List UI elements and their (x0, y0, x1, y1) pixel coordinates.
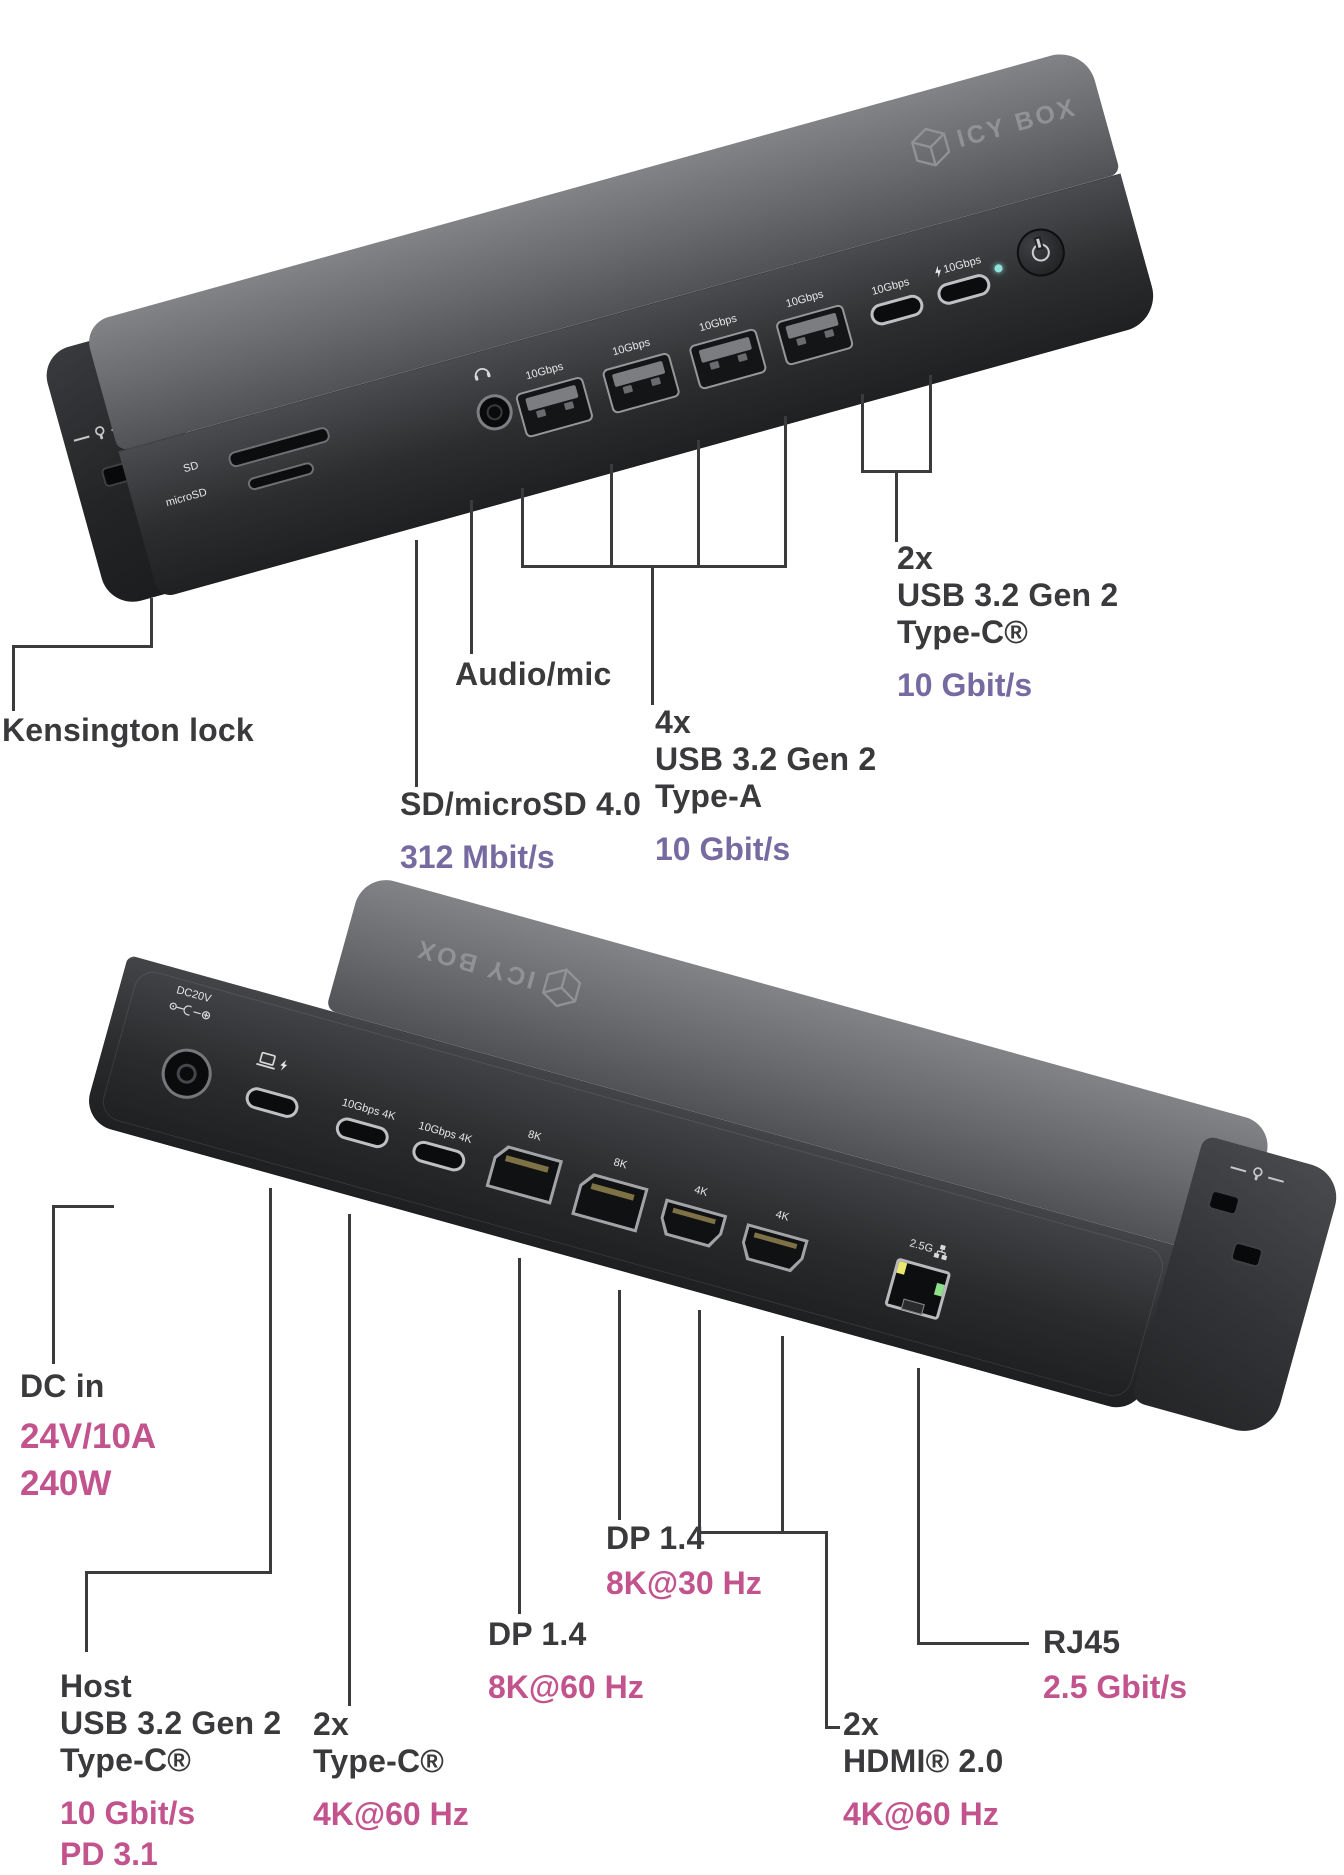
rear-view-device: ICY BOX DC20V 10Gbps 4K 10Gbps 4K 8K (68, 815, 1344, 1464)
callout-line (610, 464, 613, 568)
usb-c-port: 10Gbps (934, 254, 993, 308)
callout-hdmi: 2x HDMI® 2.0 4K@60 Hz (843, 1706, 1004, 1832)
callout-line (698, 1310, 701, 1534)
power-button[interactable] (1011, 222, 1071, 283)
callout-usb-a: 4x USB 3.2 Gen 2 Type-A 10 Gbit/s (655, 704, 877, 867)
usb-a-speed-marking: 10Gbps (784, 288, 825, 311)
device-front-face: SD microSD 10Gbps 10Gbps 10Gbps 10Gbps (118, 173, 1162, 599)
callout-line (150, 598, 153, 648)
usb-a-speed-marking: 10Gbps (611, 336, 652, 359)
callout-line (781, 1336, 784, 1534)
usb-a-port: 10Gbps (514, 361, 595, 439)
callout-kensington-lock: Kensington lock (2, 712, 254, 748)
brand-text: ICY BOX (411, 934, 539, 995)
usb-a-port: 10Gbps (601, 336, 682, 415)
device-top-face: ICY BOX (325, 872, 1275, 1263)
callout-line (52, 1205, 114, 1208)
callout-line (697, 440, 700, 568)
power-icon (1029, 241, 1052, 264)
device-left-end-cap (39, 322, 226, 610)
host-laptop-bolt-icon (255, 1050, 289, 1074)
callout-line (929, 375, 932, 473)
callout-sd-microsd: SD/microSD 4.0 312 Mbit/s (400, 786, 642, 875)
headset-icon (471, 362, 493, 382)
callout-dc-in: DC in 24V/10A 240W (20, 1368, 157, 1503)
callout-line (917, 1368, 920, 1645)
status-led (993, 263, 1004, 274)
callout-line (917, 1642, 1029, 1645)
callout-type-c: 2x Type-C® 4K@60 Hz (313, 1706, 469, 1832)
callout-line (651, 565, 654, 705)
callout-line (521, 565, 787, 568)
rj45-port: 2.5G (884, 1237, 952, 1321)
callout-usb-c: 2x USB 3.2 Gen 2 Type-C® 10 Gbit/s (897, 540, 1119, 703)
sd-card-slot (226, 425, 332, 469)
dc-polarity-icon (167, 999, 215, 1024)
usb-c-speed-marking: 10Gbps (932, 254, 982, 279)
callout-line (825, 1726, 840, 1729)
kensington-slot (1229, 1241, 1265, 1269)
callout-line (12, 645, 153, 648)
bolt-icon (935, 265, 941, 278)
callout-line (521, 488, 524, 568)
front-view-device: ICY BOX SD microSD 10Gbps 10Gbps 10Gbps (35, 43, 1175, 626)
callout-line (85, 1571, 88, 1652)
network-icon (933, 1244, 948, 1261)
callout-line (52, 1205, 55, 1364)
callout-host-usb-c: Host USB 3.2 Gen 2 Type-C® 10 Gbit/s PD … (60, 1668, 282, 1872)
callout-line (12, 645, 15, 711)
callout-dp-8k60: DP 1.4 8K@60 Hz (488, 1616, 644, 1705)
usb-c-port: 10Gbps (867, 276, 926, 328)
usb-a-port: 10Gbps (688, 312, 768, 391)
callout-line (784, 416, 787, 568)
usb-c-speed-marking: 10Gbps (870, 276, 911, 298)
callout-line (415, 540, 418, 787)
icybox-logo: ICY BOX (908, 87, 1082, 171)
device-rear-face: DC20V 10Gbps 4K 10Gbps 4K 8K 8K (82, 954, 1184, 1415)
callout-line (895, 470, 898, 542)
icybox-logo: ICY BOX (410, 928, 584, 1012)
callout-line (861, 394, 864, 473)
kensington-lock-icon (72, 418, 129, 447)
callout-audio-mic: Audio/mic (455, 656, 612, 692)
callout-line (518, 1258, 521, 1614)
callout-line (825, 1531, 828, 1729)
callout-dp-8k30: DP 1.4 8K@30 Hz (606, 1520, 762, 1601)
callout-line (618, 1290, 621, 1520)
device-right-end-cap (1130, 1134, 1344, 1440)
callout-line (269, 1188, 272, 1574)
callout-line (348, 1214, 351, 1706)
usb-a-speed-marking: 10Gbps (697, 312, 739, 335)
microsd-marking: microSD (164, 486, 209, 510)
lan-marking: 2.5G (908, 1236, 950, 1261)
usb-a-port: 10Gbps (774, 288, 855, 367)
sd-marking: SD (182, 459, 200, 476)
kensington-lock-icon (1229, 1159, 1286, 1188)
callout-rj45: RJ45 2.5 Gbit/s (1043, 1624, 1188, 1705)
microsd-card-slot (246, 460, 316, 492)
usb-a-speed-marking: 10Gbps (524, 360, 565, 383)
kensington-slot (1206, 1188, 1242, 1217)
brand-text: ICY BOX (953, 92, 1081, 153)
callout-line (470, 500, 473, 654)
callout-line (698, 1531, 828, 1534)
audio-jack (472, 390, 517, 435)
device-top-face: ICY BOX (83, 46, 1121, 452)
callout-line (85, 1571, 272, 1574)
